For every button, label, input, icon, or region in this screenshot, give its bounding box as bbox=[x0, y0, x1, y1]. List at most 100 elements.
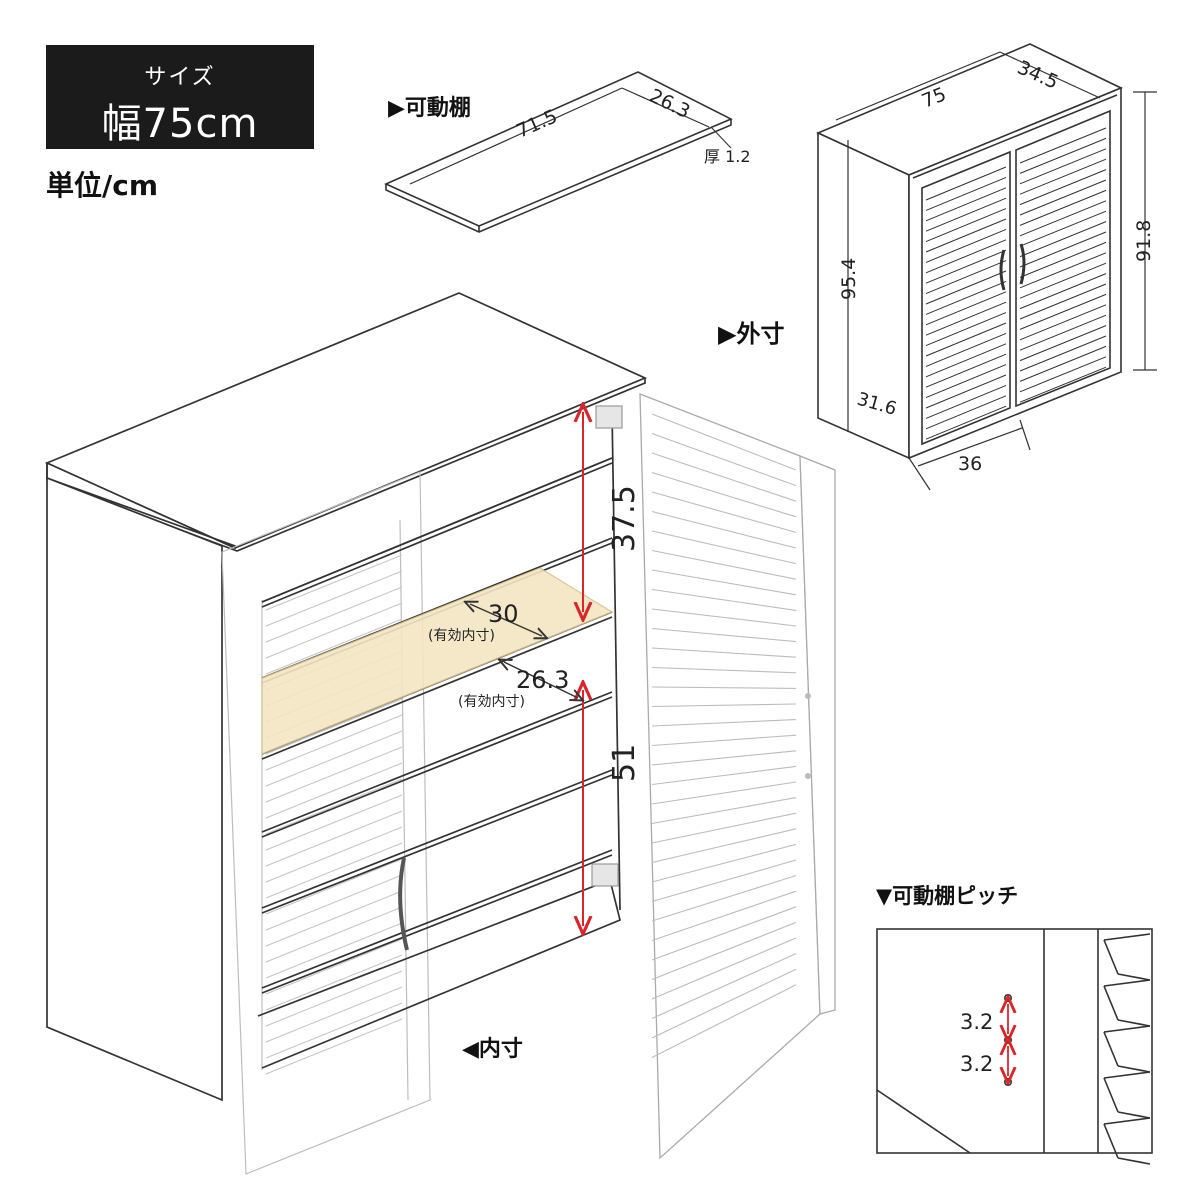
door-louver-slat bbox=[265, 602, 403, 659]
door-louver-slat bbox=[265, 554, 403, 611]
pitch-slat-edge bbox=[1103, 1123, 1119, 1159]
interior-shelf-edge bbox=[261, 769, 613, 909]
door-louver-slat bbox=[265, 890, 403, 947]
exterior-title: ▶外寸 bbox=[718, 320, 784, 348]
pitch-slat-edge bbox=[1103, 1071, 1151, 1079]
exterior-louver-slat bbox=[1019, 366, 1107, 403]
exterior-louver-slat bbox=[925, 280, 1007, 315]
door-louver-slat bbox=[265, 730, 403, 787]
pitch-title: ▼可動棚ピッチ bbox=[876, 884, 1018, 908]
exterior-louver-slat bbox=[925, 260, 1007, 295]
pitch-slat-edge bbox=[1103, 985, 1119, 1021]
unit-label: 単位/cm bbox=[46, 169, 159, 202]
highlighted-shelf bbox=[261, 567, 614, 755]
exterior-louver-slat bbox=[925, 395, 1007, 430]
exterior-louver-slat bbox=[925, 218, 1007, 253]
open-door-louver-slat bbox=[651, 432, 797, 487]
open-door-louver-slat bbox=[651, 843, 797, 883]
exterior-louver-slat bbox=[925, 374, 1007, 409]
pitch-slat-edge bbox=[1103, 933, 1151, 941]
open-door-louver-slat bbox=[651, 452, 797, 502]
exterior-louver-slat bbox=[925, 364, 1007, 399]
interior-upper-height-label: 37.5 bbox=[607, 485, 642, 552]
interior-shelf-edge bbox=[261, 462, 613, 608]
exterior-louver-slat bbox=[1019, 252, 1107, 289]
exterior-louver-slat bbox=[925, 291, 1007, 326]
exterior-louver-slat bbox=[925, 239, 1007, 274]
exterior-louver-slat bbox=[1019, 179, 1107, 216]
exterior-louver-slat bbox=[925, 332, 1007, 367]
open-door-louver-slat bbox=[651, 530, 797, 565]
exterior-louver-slat bbox=[1019, 283, 1107, 320]
open-door-louver-slat bbox=[651, 703, 797, 708]
shelf-title: ▶可動棚 bbox=[388, 96, 471, 121]
door-louver-slat bbox=[265, 810, 403, 867]
open-door-louver-slat bbox=[651, 906, 797, 961]
pitch-slat-edge bbox=[1103, 1077, 1119, 1113]
exterior-drawing: ▶外寸 75 34.5 95.4 91.8 31.6 36 bbox=[718, 43, 1157, 491]
exterior-louver-slat bbox=[1019, 127, 1107, 164]
open-door-louver-slat bbox=[651, 797, 797, 825]
open-door-louver-slat bbox=[651, 569, 797, 596]
open-door-louver-slat bbox=[651, 875, 797, 922]
pitch-slat-edge bbox=[1103, 939, 1119, 975]
interior-shelf-edge bbox=[261, 854, 613, 994]
exterior-louver-slat bbox=[1019, 200, 1107, 237]
size-badge-value: 幅75cm bbox=[101, 101, 259, 147]
door-louver-slat bbox=[265, 762, 403, 819]
interior-shelf-edge bbox=[261, 774, 613, 914]
open-door-louver-slat bbox=[651, 627, 797, 643]
exterior-louver-slat bbox=[1019, 273, 1107, 310]
interior-depth-note: (有効内寸) bbox=[458, 694, 525, 710]
open-door-louver-slat bbox=[651, 953, 797, 1020]
exterior-louver-slat bbox=[1019, 210, 1107, 247]
exterior-louver-slat bbox=[925, 384, 1007, 419]
door-louver-slat bbox=[265, 570, 403, 627]
interior-width-label: 30 bbox=[488, 600, 519, 628]
exterior-louver-slat bbox=[1019, 262, 1107, 299]
interior-drawing: 37.5 51 30 (有効内寸) 26.3 (有効内寸) ◀内寸 bbox=[44, 292, 836, 1175]
exterior-louver-slat bbox=[1019, 304, 1107, 341]
pitch-slat-edge bbox=[1117, 1157, 1151, 1165]
exterior-louver-slat bbox=[1019, 148, 1107, 185]
exterior-louver-slat bbox=[925, 197, 1007, 232]
door-louver-slat bbox=[265, 794, 403, 851]
exterior-louver-slat bbox=[1019, 356, 1107, 393]
exterior-height-body-label: 91.8 bbox=[1133, 220, 1155, 262]
exterior-louver-slat bbox=[1019, 231, 1107, 268]
pitch-slat-edge bbox=[1117, 973, 1151, 981]
shelf-pitch-detail: ▼可動棚ピッチ 3.2 3.2 bbox=[876, 884, 1153, 1165]
door-louver-slat bbox=[265, 970, 403, 1027]
shelf-thickness-label: 厚 1.2 bbox=[704, 147, 751, 166]
door-louver-slat bbox=[265, 938, 403, 995]
door-louver-slat bbox=[265, 714, 403, 771]
open-door-louver-slat bbox=[651, 734, 797, 747]
open-door-louver-slat bbox=[651, 413, 797, 471]
door-louver-slat bbox=[265, 1018, 403, 1075]
pitch-slat-edge bbox=[1117, 1111, 1151, 1119]
door-louver-slat bbox=[265, 858, 403, 915]
door-louver-slat bbox=[265, 1002, 403, 1059]
pitch-slat-edge bbox=[1103, 1117, 1151, 1125]
door-louver-slat bbox=[265, 954, 403, 1011]
interior-shelf-edge bbox=[261, 457, 613, 603]
door-louver-slat bbox=[265, 778, 403, 835]
open-door-louver-slat bbox=[651, 588, 797, 611]
open-door-louver-slat bbox=[651, 890, 797, 942]
interior-shelf-edge bbox=[261, 696, 613, 838]
open-door-louver-slat bbox=[651, 750, 797, 766]
interior-shelf-edge bbox=[261, 691, 613, 833]
exterior-louver-slat bbox=[1019, 158, 1107, 195]
open-door-louver-slat bbox=[651, 812, 797, 844]
pitch-value-1: 3.2 bbox=[960, 1010, 993, 1034]
exterior-louver-slat bbox=[1019, 189, 1107, 226]
open-door-louver-slat bbox=[651, 968, 797, 1039]
open-door-louver-slat bbox=[651, 686, 797, 689]
size-badge: サイズ 幅75cm bbox=[46, 45, 314, 149]
pitch-slat-edge bbox=[1117, 1019, 1151, 1027]
exterior-front-label: 36 bbox=[958, 453, 982, 475]
exterior-louver-slat bbox=[1019, 325, 1107, 362]
open-door-louver-slat bbox=[651, 781, 797, 805]
size-badge-label: サイズ bbox=[144, 65, 216, 90]
interior-title: ◀内寸 bbox=[462, 1037, 523, 1062]
